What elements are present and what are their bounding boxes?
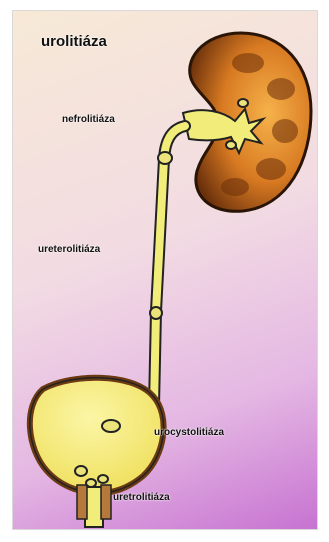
pelvis-stone: [158, 152, 172, 164]
bladder-stone: [102, 420, 120, 432]
urethra-stone-left: [75, 466, 87, 476]
ureter-stone: [150, 307, 162, 319]
urethra-stone-right: [98, 475, 108, 483]
kidney-stone-upper: [238, 99, 248, 107]
label-uretrolitiaza: uretrolitiáza: [113, 492, 170, 503]
label-nefrolitiaza: nefrolitiáza: [62, 114, 115, 125]
diagram-frame: urolitiáza nefrolitiáza ureterolitiáza u…: [12, 10, 318, 530]
label-ureterolitiaza: ureterolitiáza: [38, 244, 100, 255]
diagram-title: urolitiáza: [41, 33, 107, 50]
bladder: [30, 378, 164, 493]
urinary-tract-illustration: [13, 11, 318, 530]
kidney: [183, 33, 311, 211]
urethra: [77, 485, 111, 527]
kidney-stone-lower: [226, 141, 236, 149]
urethra-stone-center: [86, 479, 96, 487]
label-urocystolitiaza: urocystolitiáza: [154, 427, 224, 438]
